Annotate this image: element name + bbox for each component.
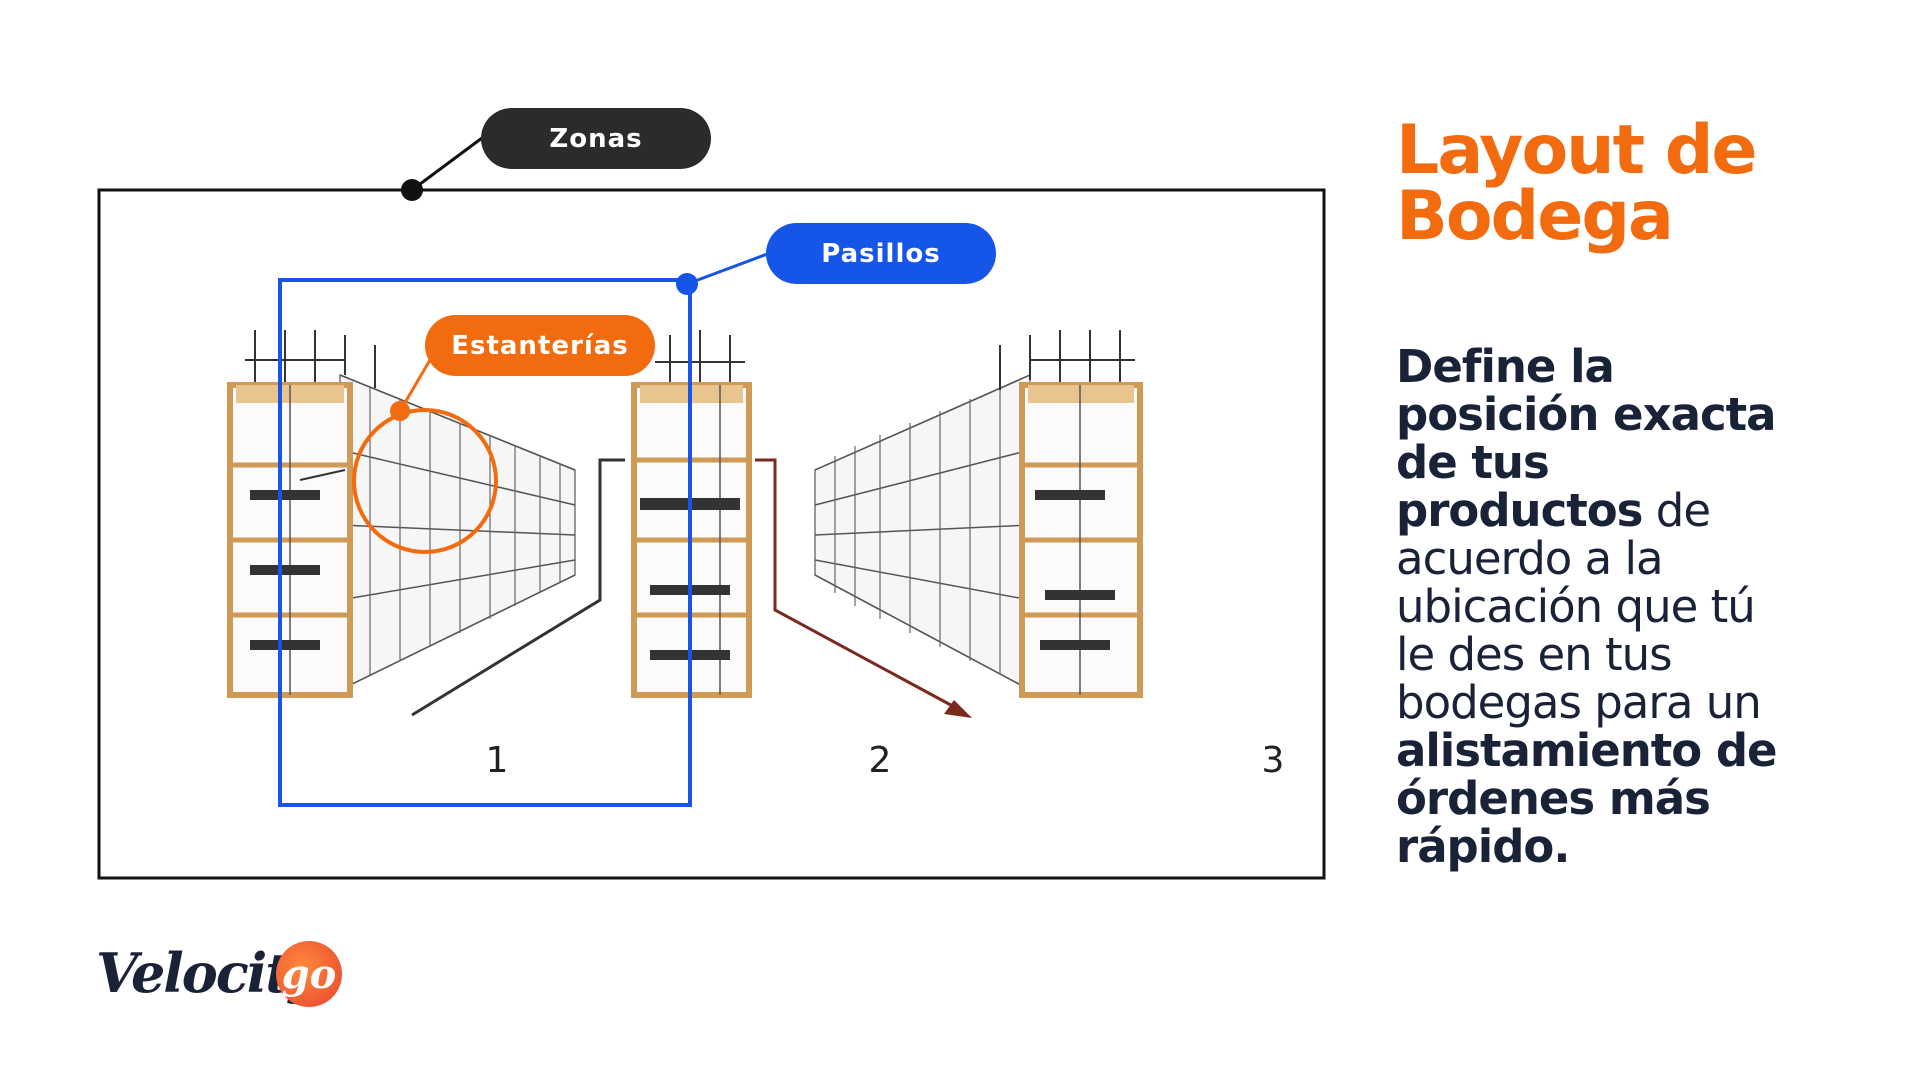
description-line-text: órdenes más	[1396, 772, 1711, 825]
aisle-number-2: 2	[869, 740, 892, 781]
shelf-highlight-circle	[352, 408, 498, 554]
shelf-rack-left	[227, 330, 576, 698]
description-line: le des en tus	[1396, 631, 1896, 679]
description-line: Define la	[1396, 343, 1896, 391]
aisle-highlight-box	[278, 278, 692, 807]
warehouse-shelves-illustration	[227, 330, 1143, 718]
description-line-text: ubicación que tú	[1396, 580, 1756, 633]
description-line: alistamiento de	[1396, 727, 1896, 775]
description-line-text: le des en tus	[1396, 628, 1673, 681]
description-line-text: posición exacta	[1396, 388, 1777, 441]
description-line-text: rápido.	[1396, 820, 1570, 873]
description-line: bodegas para un	[1396, 679, 1896, 727]
description-line-text: de tus	[1396, 436, 1550, 489]
logo-badge: go	[276, 941, 342, 1007]
aisle-direction-arrow	[411, 458, 972, 718]
description-line: posición exacta	[1396, 391, 1896, 439]
description-line: ubicación que tú	[1396, 583, 1896, 631]
estanterias-connector-dot	[390, 401, 410, 421]
shelf-rack-right	[814, 330, 1143, 698]
page-title-line-2: Bodega	[1396, 177, 1674, 256]
zonas-connector	[411, 136, 483, 192]
page-title: Layout de Bodega	[1396, 111, 1876, 256]
aisle-number-1: 1	[486, 740, 509, 781]
zone-frame	[97, 188, 1326, 880]
description-line-text: Define la	[1396, 340, 1615, 393]
description-line: órdenes más	[1396, 775, 1896, 823]
estanterias-label: Estanterías	[425, 315, 655, 376]
description-line-tail: de	[1642, 484, 1711, 537]
description-line: acuerdo a la	[1396, 535, 1896, 583]
description-line-text: bodegas para un	[1396, 676, 1762, 729]
pasillos-connector-dot	[676, 273, 698, 295]
aisle-number-3: 3	[1262, 740, 1285, 781]
velocitygo-logo: Velocity go	[96, 935, 356, 1030]
description-line-text: alistamiento de	[1396, 724, 1778, 777]
description-line: rápido.	[1396, 823, 1896, 871]
pasillos-connector	[686, 251, 771, 286]
description-line: productos de	[1396, 487, 1896, 535]
description-line: de tus	[1396, 439, 1896, 487]
description-line-text: productos	[1396, 484, 1643, 537]
warehouse-diagram: 1 2 3	[97, 136, 1326, 880]
pasillos-label: Pasillos	[766, 223, 996, 284]
page-title-line-1: Layout de	[1396, 111, 1758, 190]
description-line-text: acuerdo a la	[1396, 532, 1664, 585]
zonas-connector-dot	[401, 179, 423, 201]
zonas-label: Zonas	[481, 108, 711, 169]
